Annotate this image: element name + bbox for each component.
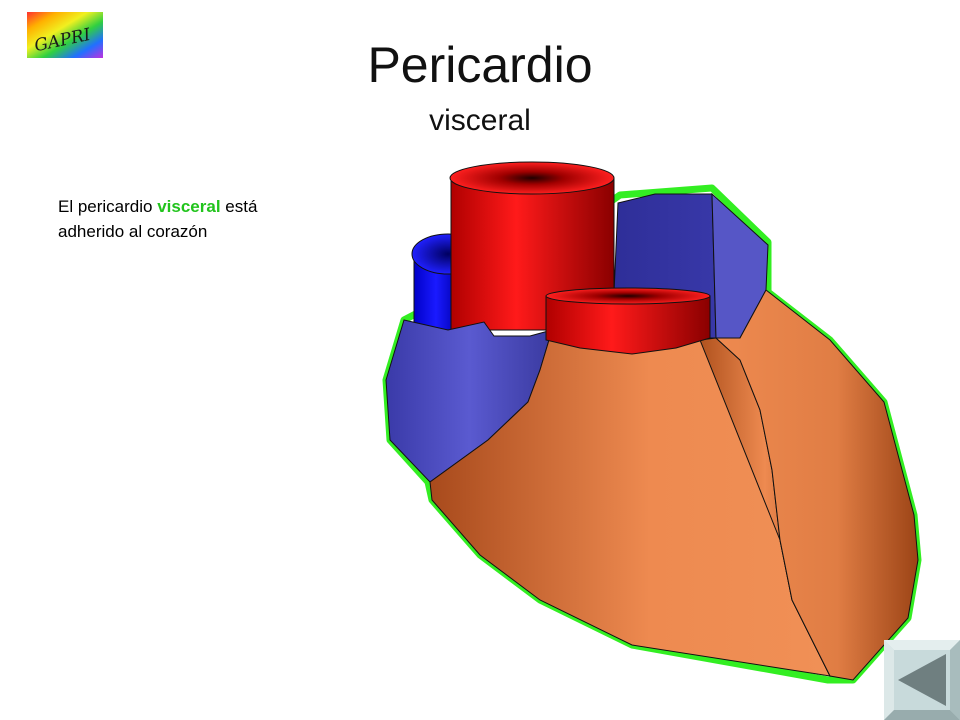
gapri-logo: GAPRI bbox=[27, 12, 103, 58]
left-ventricle bbox=[714, 289, 919, 681]
slide-subtitle: visceral bbox=[429, 104, 531, 137]
aorta-opening bbox=[449, 161, 615, 195]
pulmonary-trunk-body bbox=[545, 295, 711, 355]
pulmonary-trunk-opening bbox=[545, 287, 711, 305]
slide-title: Pericardio bbox=[367, 37, 593, 93]
back-button[interactable] bbox=[884, 640, 960, 720]
description-suffix: está adherido al corazón bbox=[58, 197, 258, 241]
description-highlight: visceral bbox=[157, 197, 221, 216]
description-text: El pericardio visceral está adherido al … bbox=[58, 194, 328, 244]
description-prefix: El pericardio bbox=[58, 197, 158, 216]
back-triangle-icon bbox=[898, 654, 946, 706]
